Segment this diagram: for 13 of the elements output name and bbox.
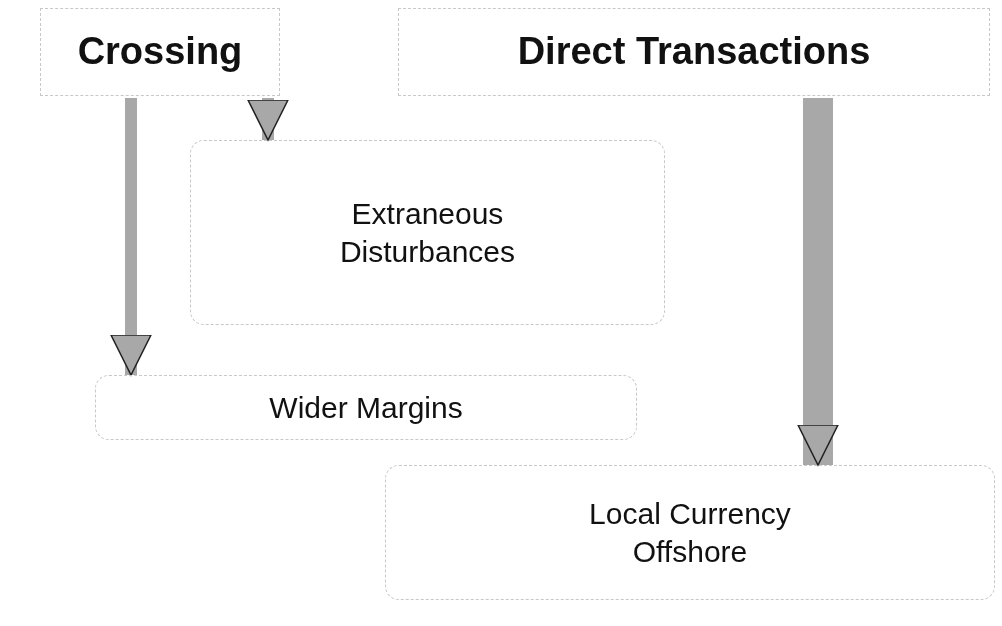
- heading: Crossing: [77, 29, 243, 75]
- text-box: [385, 465, 995, 600]
- box-label: Wider Margins: [269, 389, 463, 426]
- box-label: Local Currency Offshore: [588, 496, 792, 570]
- block-arrow: [797, 98, 839, 466]
- text-box: [190, 140, 665, 325]
- heading-box: [398, 8, 990, 96]
- text-box: [95, 375, 637, 440]
- heading: Direct Transactions: [517, 29, 871, 75]
- block-arrow: [110, 98, 152, 376]
- block-arrow: [247, 98, 289, 141]
- box-label: Extraneous Disturbances: [338, 196, 517, 270]
- heading-box: [40, 8, 280, 96]
